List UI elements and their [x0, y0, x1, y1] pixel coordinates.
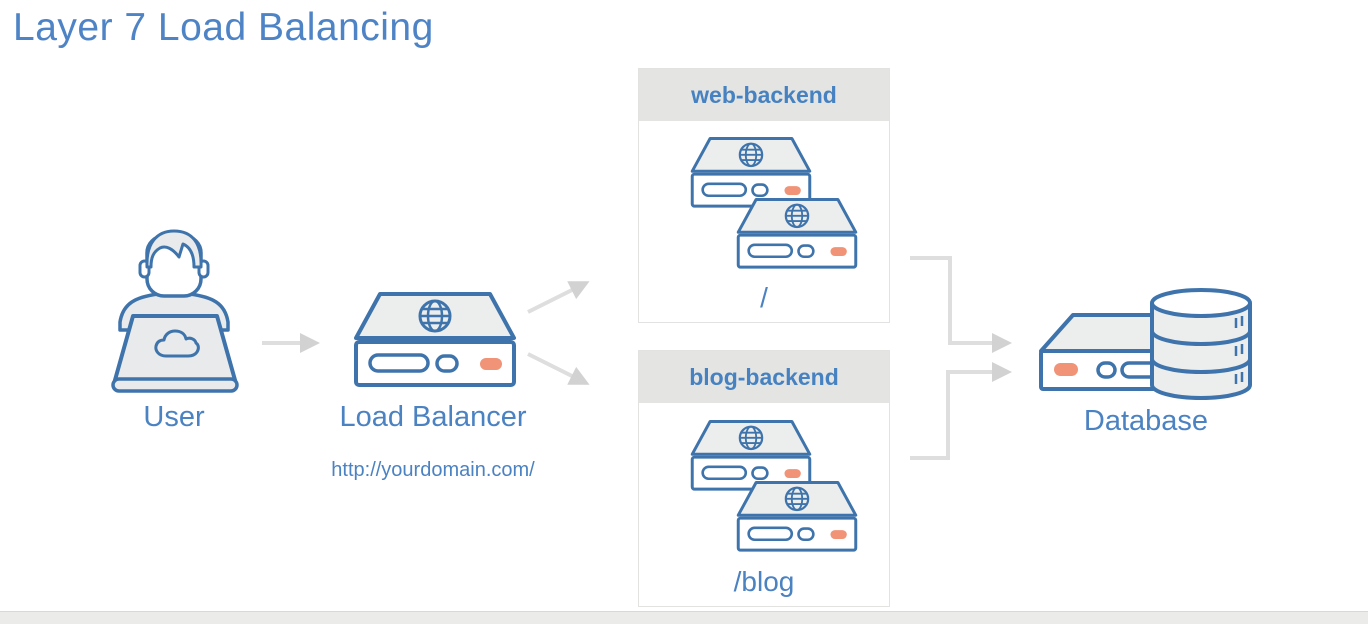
user-icon: [111, 229, 239, 393]
web-backend-box: web-backend /: [638, 68, 890, 323]
server-icon: [736, 481, 858, 552]
blog-backend-title: blog-backend: [639, 351, 889, 403]
blog-backend-route: /blog: [733, 566, 795, 597]
arrow-lb-to-web-backend: [527, 281, 590, 314]
user-label: User: [143, 401, 205, 433]
connector-blog-backend-to-database: [910, 362, 1012, 460]
diagram-title: Layer 7 Load Balancing: [13, 6, 434, 49]
load-balancer-label: Load Balancer: [339, 401, 527, 433]
database-icon: [1039, 288, 1252, 400]
connector-web-backend-to-database: [910, 256, 1012, 353]
load-balancer-icon: [354, 292, 516, 387]
web-backend-servers-icon: [690, 137, 858, 269]
arrow-lb-to-blog-backend: [527, 352, 590, 385]
footer-bar: [0, 611, 1368, 624]
cloud-icon: [154, 329, 200, 358]
blog-backend-servers-icon: [690, 420, 858, 552]
database-label: Database: [1083, 405, 1209, 437]
web-backend-route: /: [760, 282, 768, 313]
server-icon: [690, 137, 812, 208]
web-backend-title: web-backend: [639, 69, 889, 121]
server-icon: [736, 198, 858, 269]
server-icon: [690, 420, 812, 491]
load-balancer-url: http://yourdomain.com/: [331, 459, 535, 481]
database-cylinder-icon: [1150, 288, 1252, 400]
